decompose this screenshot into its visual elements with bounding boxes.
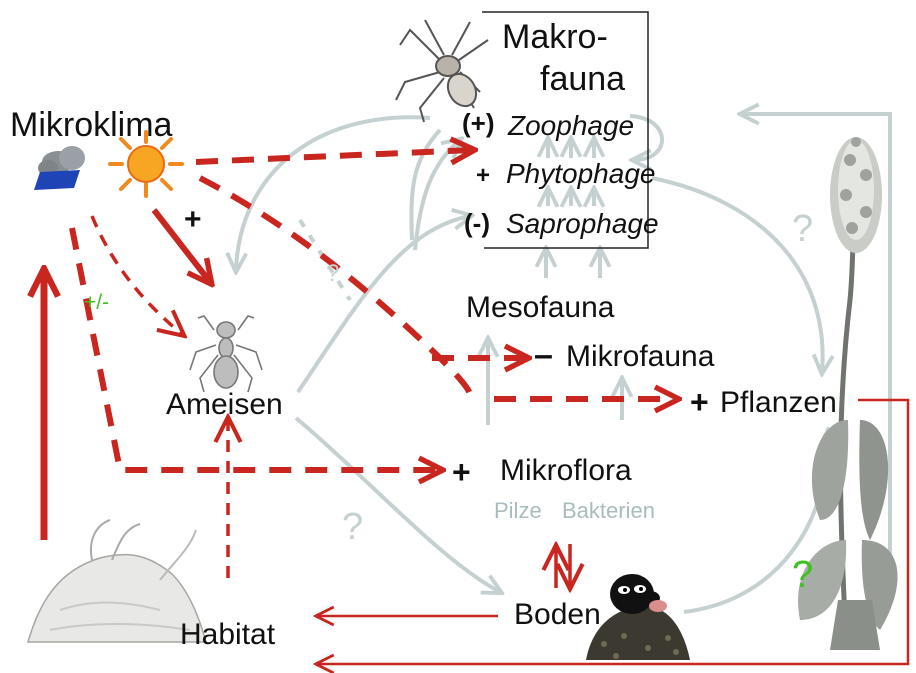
arrow-makrofauna-to-ameisen [236,117,430,270]
arrow-mikroklima-to-zoophage [196,150,472,162]
mikrofauna-label: Mikrofauna [566,342,714,372]
sign-zoophage: (+) [462,110,495,136]
habitat-label: Habitat [180,620,275,650]
sign-mikroklima-ameisen: + [184,205,202,235]
ant-icon [190,316,262,392]
sign-mikrofauna: – [534,338,553,372]
question-mark-pflanzen: ? [792,210,813,248]
makrofauna-label-line2: fauna [540,62,625,96]
uncertain-effect-annotation: +/- [84,292,109,313]
saprophage-label: Saprophage [506,210,659,238]
phytophage-label: Phytophage [506,160,655,188]
question-mark-green: ? [792,556,813,594]
spider-icon [396,20,488,122]
mikroklima-label: Mikroklima [10,108,172,142]
boden-label: Boden [514,600,601,630]
pilze-label: Pilze [494,500,542,522]
question-mark-boden: ? [342,508,363,546]
question-mark-small: ? [326,262,339,286]
mikroflora-label: Mikroflora [500,456,632,486]
zoophage-label: Zoophage [508,112,634,140]
mesofauna-label: Mesofauna [466,293,614,323]
arrow-mikroklima-to-ameisen [154,210,210,282]
sign-pflanzen: + [690,386,709,418]
makrofauna-label-line1: Makro- [502,20,608,54]
arrow-mikroklima-to-mikroflora [72,228,440,470]
sign-phytophage: + [476,164,490,188]
arrow-branch-to-zoophage-2 [411,130,440,240]
bakterien-label: Bakterien [562,500,655,522]
rain-cloud-icon [34,146,85,190]
ameisen-label: Ameisen [166,390,283,420]
sign-saprophage: (-) [464,210,490,236]
pflanzen-label: Pflanzen [720,388,837,418]
arrow-ameisen-to-boden [296,418,500,592]
sign-mikroflora: + [452,456,471,488]
mole-icon [586,574,690,660]
arrow-cloud-to-ameisen [92,216,182,334]
arrow-zoophage-loop [630,116,662,160]
